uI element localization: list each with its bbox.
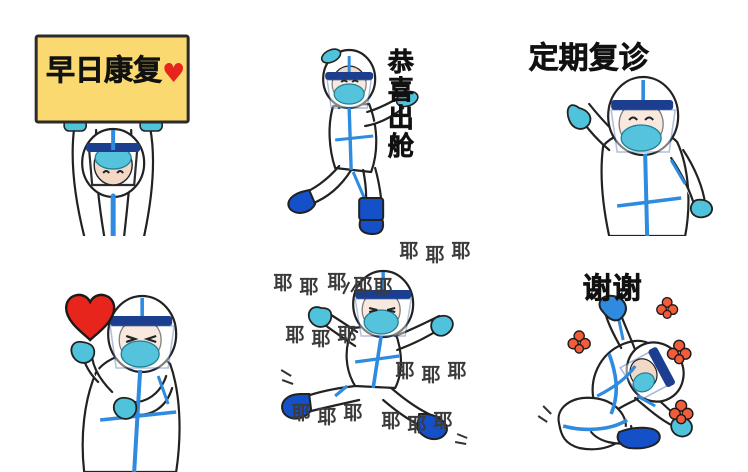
sticker-3-artwork xyxy=(499,0,748,236)
sticker-1-caption: 早日康复♥ xyxy=(46,53,186,89)
sticker-1-artwork xyxy=(0,0,249,236)
sticker-4-artwork xyxy=(0,236,249,472)
sticker-cheering-leap[interactable]: 耶 耶 耶 耶 耶 耶 耶 耶 耶 耶 耶 耶 耶 耶 耶 耶 耶 耶 耶 耶 xyxy=(249,236,499,472)
sticker-finger-heart[interactable] xyxy=(0,236,250,472)
sticker-6-caption: 谢谢 xyxy=(582,271,643,305)
sticker-regular-follow-up[interactable]: 定期复诊 xyxy=(498,0,748,236)
sticker-5-artwork xyxy=(249,236,498,472)
heart-icon: ♥ xyxy=(162,59,186,89)
sticker-3-caption: 定期复诊 xyxy=(528,41,649,76)
sticker-1-caption-text: 早日康复 xyxy=(46,53,163,87)
sticker-thank-you-bow[interactable]: 谢谢 xyxy=(498,236,748,472)
sticker-2-caption: 恭喜出舱 xyxy=(383,48,414,161)
sticker-congrats-discharge[interactable]: 恭喜出舱 xyxy=(249,0,499,236)
sticker-6-artwork xyxy=(499,236,748,472)
sticker-early-recovery-sign[interactable]: 早日康复♥ xyxy=(0,0,250,236)
sticker-2-artwork xyxy=(249,0,498,236)
